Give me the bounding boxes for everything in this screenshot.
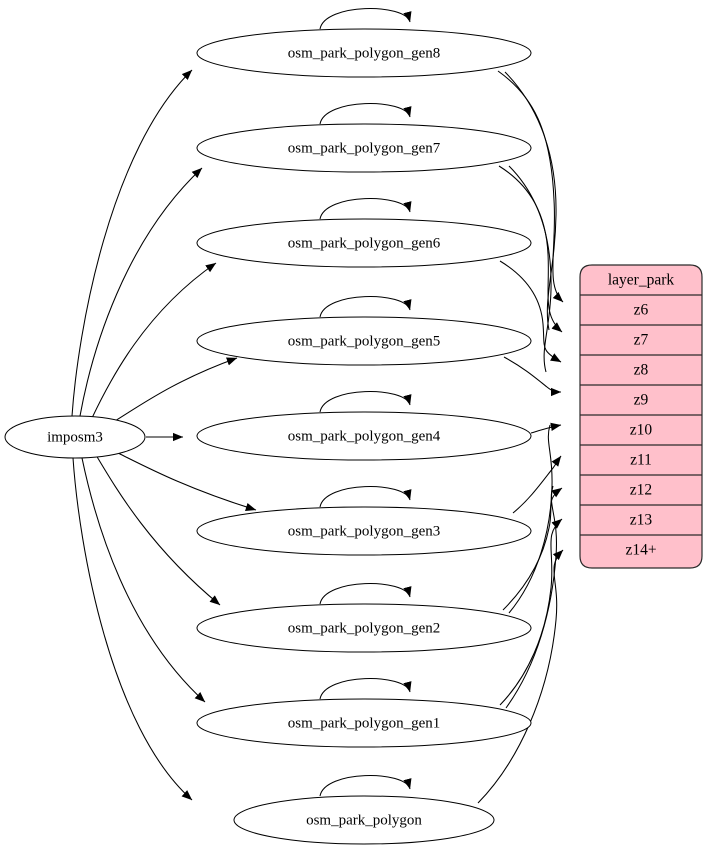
- edge-imposm3-to-gen1: [81, 457, 206, 703]
- edge-overlay-curve-d: [505, 485, 558, 709]
- node-osm_park_polygon_gen5[interactable]: osm_park_polygon_gen5: [196, 296, 532, 366]
- node-label: osm_park_polygon_gen3: [288, 523, 440, 539]
- edge-gen2-to-z12: [502, 487, 563, 611]
- self-loop-gen1: [319, 678, 412, 700]
- node-layer-park-table[interactable]: layer_park z6 z7 z8 z9 z10 z11 z12 z13 z…: [579, 264, 703, 569]
- edge-gen6-to-z8: [499, 260, 562, 363]
- edge-overlay-curve-b: [508, 165, 552, 373]
- layer-park-row-z14[interactable]: z14+: [625, 542, 656, 559]
- layer-park-row-z9[interactable]: z9: [634, 392, 649, 409]
- node-label: osm_park_polygon: [306, 812, 422, 828]
- node-ellipse[interactable]: [196, 411, 532, 461]
- layer-park-title: layer_park: [608, 272, 675, 289]
- layer-park-row-z7[interactable]: z7: [634, 332, 649, 349]
- node-osm_park_polygon_gen3[interactable]: osm_park_polygon_gen3: [196, 486, 532, 556]
- edge-gen1-to-z13: [499, 518, 563, 706]
- edge-imposm3-to-gen5: [109, 357, 238, 425]
- layer-park-row-z13[interactable]: z13: [630, 512, 653, 529]
- node-label: osm_park_polygon_gen6: [288, 235, 441, 251]
- edge-overlay-curve-c: [508, 424, 553, 614]
- node-ellipse[interactable]: [233, 795, 495, 845]
- edge-gen7-to-z7: [498, 165, 563, 333]
- node-ellipse[interactable]: [196, 603, 532, 653]
- node-osm_park_polygon_gen8[interactable]: osm_park_polygon_gen8: [196, 8, 532, 78]
- edge-polygon-to-z14: [477, 549, 564, 804]
- self-loop-polygon: [319, 775, 412, 797]
- node-ellipse[interactable]: [196, 316, 532, 366]
- edges-polygons-to-layer-park: [477, 70, 564, 804]
- node-label: osm_park_polygon_gen5: [288, 333, 440, 349]
- self-loop-gen5: [319, 296, 412, 318]
- node-ellipse[interactable]: [196, 28, 532, 78]
- node-label: osm_park_polygon_gen4: [288, 428, 441, 444]
- layer-park-row-z10[interactable]: z10: [630, 422, 653, 439]
- node-label: osm_park_polygon_gen2: [288, 620, 440, 636]
- edge-imposm3-to-gen6: [91, 262, 217, 419]
- polygon-nodes: osm_park_polygon_gen8 osm_park_polygon_g…: [196, 8, 532, 845]
- layer-park-row-z12[interactable]: z12: [630, 482, 652, 499]
- layer-park-body[interactable]: [579, 264, 703, 569]
- self-loop-gen6: [319, 198, 412, 220]
- edge-imposm3-to-gen7: [79, 167, 203, 417]
- node-imposm3[interactable]: imposm3: [4, 415, 146, 459]
- node-label: osm_park_polygon_gen8: [288, 45, 440, 61]
- node-osm_park_polygon_gen1[interactable]: osm_park_polygon_gen1: [196, 678, 532, 748]
- edge-gen4-to-z10: [530, 422, 562, 434]
- node-osm_park_polygon_gen6[interactable]: osm_park_polygon_gen6: [196, 198, 532, 268]
- edge-imposm3-to-polygon: [72, 457, 193, 801]
- node-ellipse[interactable]: [4, 415, 146, 459]
- edge-imposm3-to-gen2: [95, 454, 221, 606]
- node-label: osm_park_polygon_gen7: [288, 140, 441, 156]
- edge-imposm3-to-gen3: [117, 452, 257, 512]
- self-loop-gen3: [319, 486, 412, 508]
- edge-overlay-curve-a: [504, 71, 557, 331]
- self-loop-gen2: [319, 583, 412, 605]
- layer-park-row-z6[interactable]: z6: [634, 302, 649, 319]
- node-osm_park_polygon_gen2[interactable]: osm_park_polygon_gen2: [196, 583, 532, 653]
- layer-park-row-z11[interactable]: z11: [630, 452, 652, 469]
- edges-imposm3-to-polygons: [71, 69, 257, 801]
- node-label: osm_park_polygon_gen1: [288, 715, 440, 731]
- node-ellipse[interactable]: [196, 506, 532, 556]
- node-osm_park_polygon_gen4[interactable]: osm_park_polygon_gen4: [196, 391, 532, 461]
- node-ellipse[interactable]: [196, 698, 532, 748]
- node-ellipse[interactable]: [196, 123, 532, 173]
- edge-imposm3-to-gen8: [71, 69, 193, 417]
- node-label: imposm3: [47, 429, 103, 445]
- self-loop-gen4: [319, 391, 412, 413]
- self-loop-gen8: [319, 8, 412, 30]
- edge-gen3-to-z11: [512, 455, 562, 514]
- node-ellipse[interactable]: [196, 218, 532, 268]
- self-loop-gen7: [319, 103, 412, 125]
- edge-gen5-to-z9: [503, 356, 562, 397]
- node-osm_park_polygon_gen7[interactable]: osm_park_polygon_gen7: [196, 103, 532, 173]
- node-osm_park_polygon[interactable]: osm_park_polygon: [233, 775, 495, 845]
- layer-park-row-z8[interactable]: z8: [634, 362, 649, 379]
